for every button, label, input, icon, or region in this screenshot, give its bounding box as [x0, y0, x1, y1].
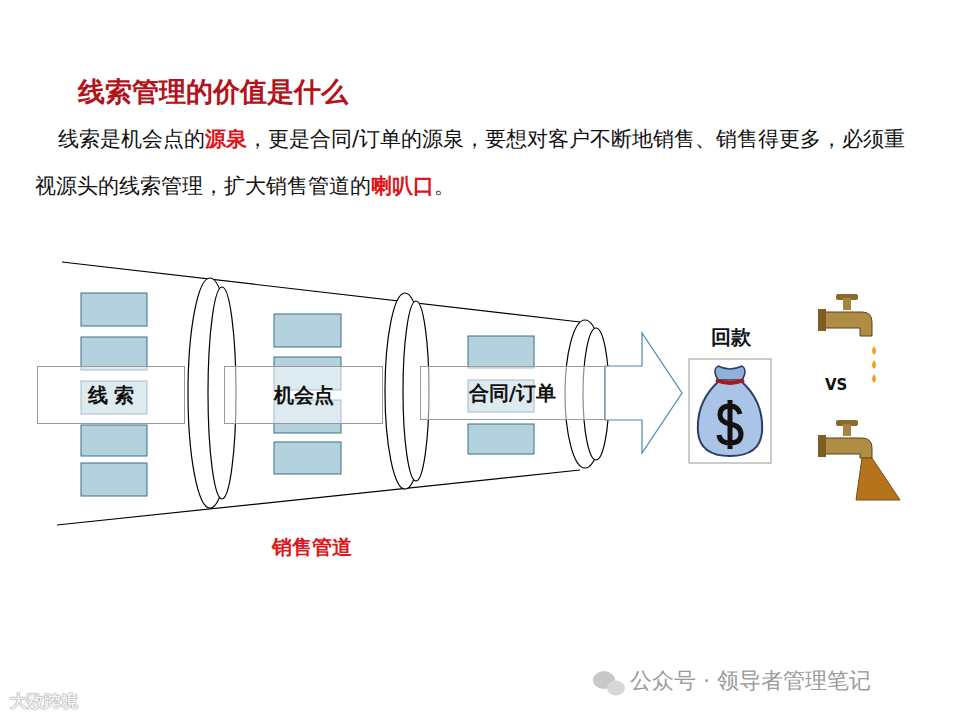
order-block: [468, 424, 534, 454]
body-text: 线索是机会点的: [58, 127, 205, 151]
payment-node: 回款: [686, 320, 776, 466]
highlight-text: 喇叭口: [371, 174, 434, 198]
faucet-drip: [818, 294, 876, 383]
order-block: [468, 336, 534, 368]
stage-label: 合同/订单: [469, 380, 556, 407]
lead-block: [81, 463, 147, 496]
watermark: 公众号 · 领导者管理笔记: [630, 666, 871, 696]
money-bag-icon: [688, 358, 774, 464]
payment-heading: 回款: [686, 320, 776, 358]
intro-paragraph: 线索是机会点的源泉，更是合同/订单的源泉，要想对客户不断地销售、销售得更多，必须…: [35, 116, 920, 210]
pipeline-label: 销售管道: [272, 534, 352, 561]
versus-label: VS: [825, 376, 847, 394]
stage-label: 线 索: [88, 382, 135, 409]
body-text: 。: [434, 174, 455, 198]
block-arrow: [605, 333, 682, 453]
lead-block: [81, 293, 147, 326]
opportunity-block: [274, 442, 341, 474]
highlight-text: 源泉: [205, 127, 247, 151]
watermark: 大数跨境: [10, 690, 78, 713]
slide-title: 线索管理的价值是什么: [78, 74, 348, 110]
faucet-flow: [818, 420, 900, 500]
stage-label: 机会点: [274, 382, 334, 409]
stage-bar: 合同/订单: [420, 366, 605, 420]
stage-bar: 线 索: [37, 366, 185, 424]
wechat-icon: [593, 671, 625, 696]
lead-block: [81, 425, 147, 456]
opportunity-block: [274, 314, 341, 347]
stage-bar: 机会点: [224, 366, 383, 424]
